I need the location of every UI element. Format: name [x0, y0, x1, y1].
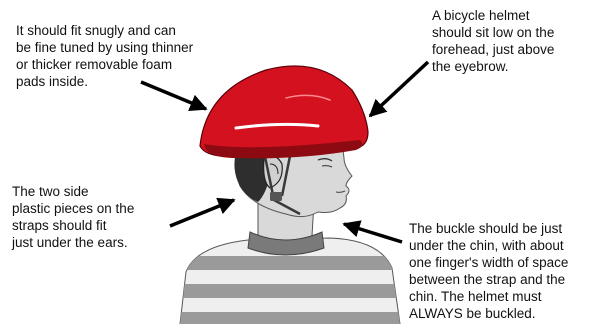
arrow-to-forehead [370, 62, 428, 116]
shirt-stripes [170, 256, 410, 324]
arrow-to-ear-straps [170, 200, 234, 226]
annotation-buckle: The buckle should be just under the chin… [409, 220, 587, 322]
annotation-side-straps: The two side plastic pieces on the strap… [12, 183, 162, 251]
annotation-foam-pads: It should fit snugly and can be fine tun… [16, 22, 231, 90]
strap-side-clip [270, 192, 282, 201]
annotation-forehead: A bicycle helmet should sit low on the f… [432, 7, 582, 75]
arrow-to-buckle [344, 224, 402, 242]
